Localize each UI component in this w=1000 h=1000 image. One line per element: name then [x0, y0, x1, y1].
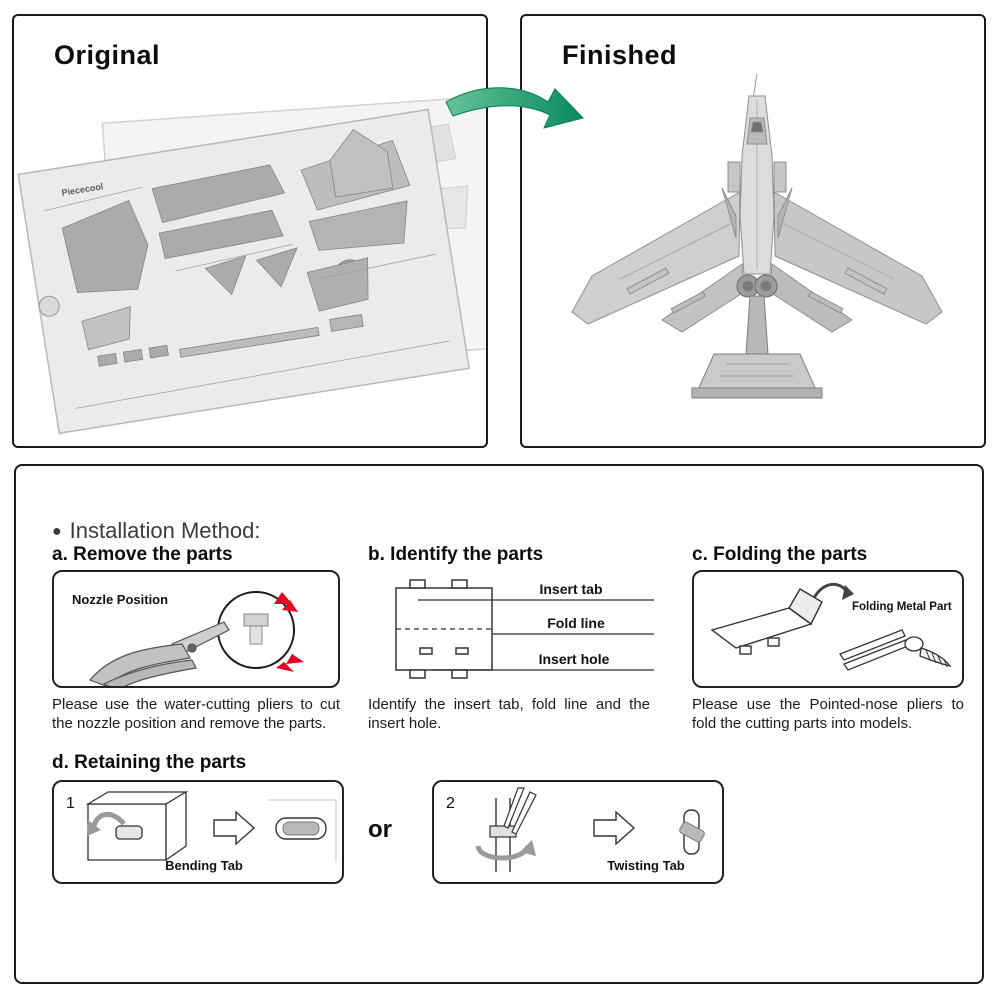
step-d-diagram-2: 2 Twisting Tab [432, 780, 724, 884]
remove-parts-illustration: Nozzle Position [72, 591, 304, 691]
bullet-icon: ● [52, 523, 62, 540]
finished-title: Finished [562, 40, 678, 70]
step-c-caption: Please use the Pointed-nose pliers to fo… [692, 696, 964, 732]
step-a-title: a. Remove the parts [52, 544, 233, 565]
identify-parts-illustration: Insert tab Fold line Insert hole [395, 579, 654, 679]
installation-method-heading: ● Installation Method: [52, 518, 260, 544]
step-b-diagram: Insert tab Fold line Insert hole [366, 570, 658, 688]
step-c-title: c. Folding the parts [692, 544, 868, 565]
installation-method-heading-text: Installation Method: [69, 518, 261, 543]
diagram-2-number: 2 [446, 795, 455, 812]
nozzle-position-label: Nozzle Position [72, 592, 168, 607]
folding-parts-illustration: Folding Metal Part [710, 582, 952, 671]
bending-tab-label: Bending Tab [165, 858, 243, 873]
or-label: or [368, 816, 392, 843]
step-d-title: d. Retaining the parts [52, 752, 247, 773]
installation-method-section: ● Installation Method: a. Remove the part… [14, 464, 984, 984]
insert-tab-label: Insert tab [539, 581, 602, 597]
fold-line-label: Fold line [547, 615, 605, 631]
step-b-caption: Identify the insert tab, fold line and t… [368, 696, 650, 732]
folding-metal-part-label: Folding Metal Part [852, 601, 952, 613]
original-title: Original [54, 40, 161, 70]
step-d-diagram-1: 1 Bending Tab [52, 780, 344, 884]
insert-hole-label: Insert hole [539, 651, 610, 667]
bending-tab-illustration: 1 Bending Tab [66, 790, 337, 873]
step-a-diagram: Nozzle Position [52, 570, 340, 691]
finished-panel: Finished [520, 14, 986, 448]
twisting-tab-illustration: 2 Twisting Tab [446, 787, 705, 873]
transform-arrow-icon [445, 87, 584, 129]
metal-sheet-illustration: Piececool [17, 95, 486, 435]
original-panel: Original Piececool [12, 14, 488, 448]
finished-model-illustration [571, 73, 943, 399]
step-b-title: b. Identify the parts [368, 544, 544, 565]
diagram-1-number: 1 [66, 795, 75, 812]
step-c-diagram: Folding Metal Part [692, 570, 964, 688]
twisting-tab-label: Twisting Tab [607, 858, 685, 873]
step-a-caption: Please use the water-cutting pliers to c… [52, 696, 340, 732]
